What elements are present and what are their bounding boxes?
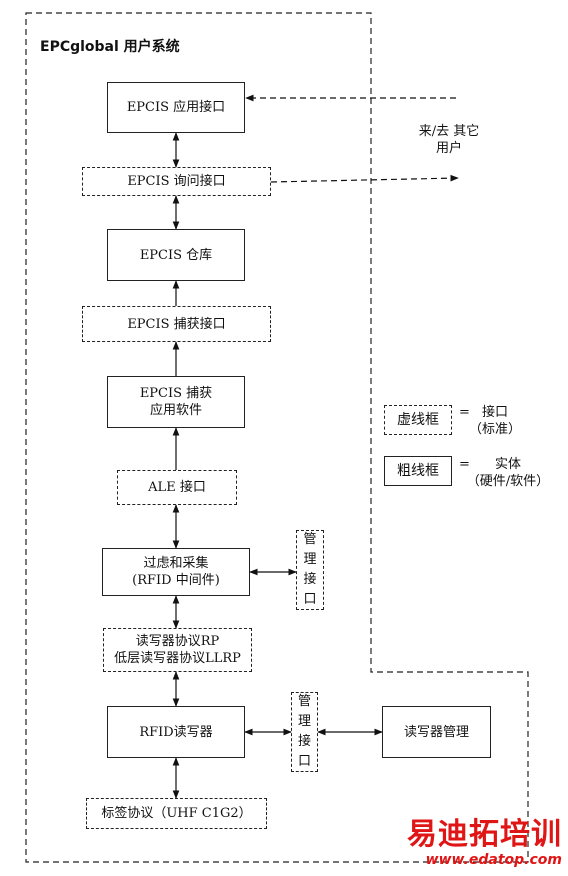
reader-protocol-label-line1: 读写器协议RP	[135, 634, 220, 649]
mgmt-if-1-char1: 管	[303, 532, 317, 547]
other-users-line1: 来/去 其它	[418, 124, 480, 139]
watermark: 易迪拓培训 www.edatop.com	[407, 817, 562, 869]
epcis-capture-app-label-line2: 应用软件	[149, 403, 202, 418]
epcis-app-interface-box: EPCIS 应用接口	[107, 82, 245, 133]
legend-dashed-equals: =	[459, 405, 470, 420]
tag-protocol-label: 标签协议（UHF C1G2）	[101, 806, 252, 821]
legend-dashed-label: 虚线框	[397, 411, 439, 428]
watermark-logo-text: 易迪拓培训	[407, 817, 562, 852]
filter-collect-label-line1: 过虑和采集	[143, 556, 209, 571]
legend-solid-label: 粗线框	[397, 462, 439, 479]
filter-collect-label-line2: (RFID 中间件)	[132, 573, 220, 588]
mgmt-if-1-char3: 接	[303, 572, 317, 587]
reader-management-label: 读写器管理	[403, 724, 469, 740]
epcis-app-interface-label: EPCIS 应用接口	[126, 100, 226, 115]
epcis-query-interface-box: EPCIS 询问接口	[82, 167, 271, 196]
mgmt-if-2-char3: 接	[297, 734, 311, 749]
legend-solid-equals: =	[459, 457, 470, 472]
ale-interface-label: ALE 接口	[148, 480, 206, 495]
ale-interface-box: ALE 接口	[117, 470, 237, 505]
legend-dashed-desc-line2: （标准）	[468, 422, 521, 437]
rfid-reader-box: RFID读写器	[107, 706, 245, 758]
mgmt-if-1-char4: 口	[303, 592, 317, 607]
legend-solid-description: 实体 （硬件/软件）	[458, 456, 558, 490]
rfid-reader-label: RFID读写器	[139, 724, 213, 740]
mgmt-if-2-char1: 管	[297, 694, 311, 709]
management-interface-box-1: 管 理 接 口	[296, 530, 324, 610]
legend-dashed-sample: 虚线框	[384, 405, 452, 435]
legend-solid-desc-line1: 实体	[494, 457, 521, 472]
epcis-repository-box: EPCIS 仓库	[107, 229, 245, 281]
epcis-capture-app-box: EPCIS 捕获 应用软件	[107, 376, 245, 428]
mgmt-if-2-char4: 口	[297, 754, 311, 769]
legend-dashed-description: 接口 （标准）	[463, 404, 527, 438]
legend-solid-desc-line2: （硬件/软件）	[466, 474, 550, 489]
epcis-query-interface-label: EPCIS 询问接口	[127, 174, 226, 189]
mgmt-if-1-char2: 理	[303, 552, 317, 567]
epcis-capture-interface-box: EPCIS 捕获接口	[82, 306, 271, 342]
other-users-line2: 用户	[435, 141, 462, 156]
tag-protocol-box: 标签协议（UHF C1G2）	[86, 798, 267, 829]
watermark-url: www.edatop.com	[425, 852, 562, 868]
arrow-query-to-external	[270, 174, 459, 183]
other-users-text: 来/去 其它 用户	[412, 123, 486, 157]
management-interface-box-2: 管 理 接 口	[291, 692, 318, 772]
filter-collect-box: 过虑和采集 (RFID 中间件)	[102, 548, 250, 596]
reader-protocol-label-line2: 低层读写器协议LLRP	[114, 651, 241, 666]
reader-management-box: 读写器管理	[382, 706, 491, 758]
legend-solid-sample: 粗线框	[384, 456, 452, 486]
legend-dashed-desc-line1: 接口	[481, 405, 508, 420]
epcis-capture-app-label-line1: EPCIS 捕获	[139, 386, 213, 401]
reader-protocol-box: 读写器协议RP 低层读写器协议LLRP	[103, 628, 252, 672]
epcis-repository-label: EPCIS 仓库	[139, 247, 213, 263]
mgmt-if-2-char2: 理	[297, 714, 311, 729]
epcis-capture-interface-label: EPCIS 捕获接口	[127, 316, 226, 332]
system-boundary	[25, 12, 529, 863]
diagram-title: EPCglobal 用户系统	[40, 39, 180, 55]
